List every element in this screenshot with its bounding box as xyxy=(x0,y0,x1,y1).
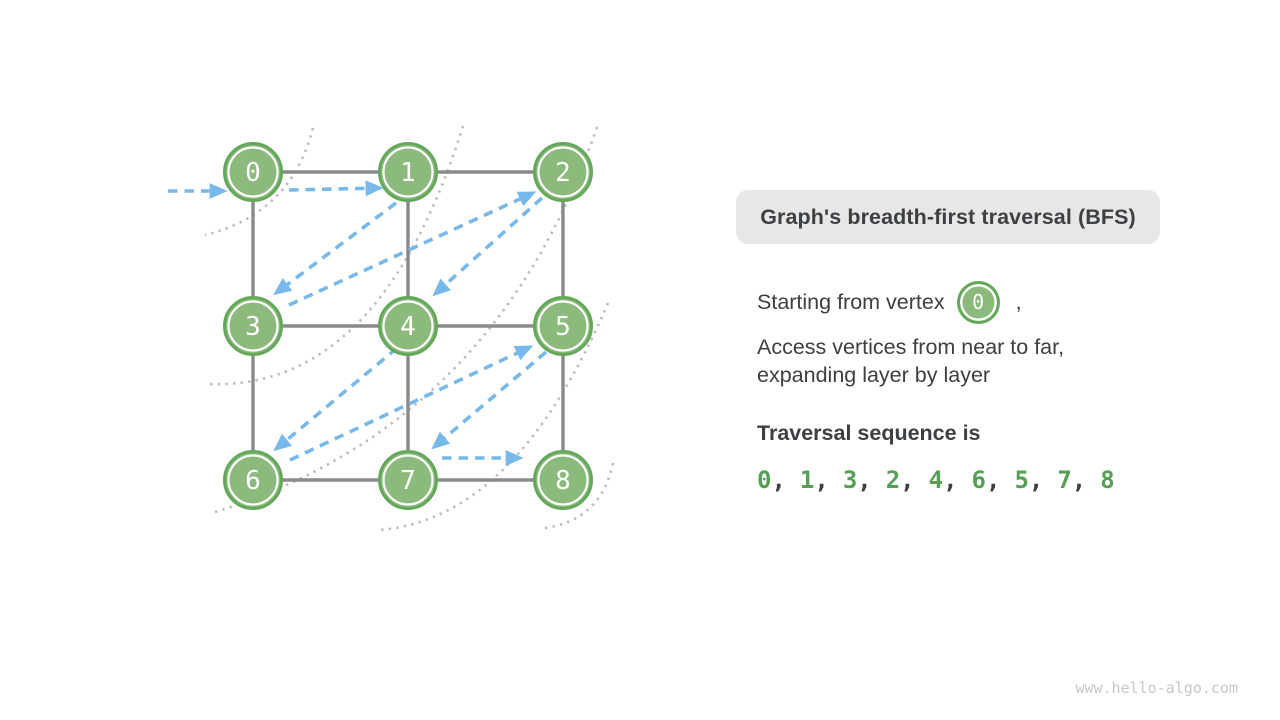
vertex-inner-ring xyxy=(537,146,589,198)
traversal-arrow-6-to-5 xyxy=(289,345,534,462)
sequence-value-2: 3 xyxy=(842,466,858,494)
vertex-circle xyxy=(223,450,283,510)
vertex-label: 5 xyxy=(555,312,571,342)
vertex-label: 7 xyxy=(400,466,416,496)
sequence-separator: , xyxy=(900,466,915,494)
vertex-inner-ring xyxy=(382,454,434,506)
sequence-value-5: 6 xyxy=(971,466,986,494)
graph-nodes: 0 1 2 3 4 5 6 7 8 xyxy=(223,142,593,510)
traversal-arrows xyxy=(168,180,548,466)
watermark: www.hello-algo.com xyxy=(1075,679,1238,697)
vertex-circle xyxy=(223,142,283,202)
vertex-inner-ring xyxy=(227,300,279,352)
traversal-sequence: 0,1,3,2,4,6,5,7,8 xyxy=(757,466,1115,494)
traversal-arrow-4-to-6 xyxy=(273,346,399,452)
vertex-inner-ring xyxy=(537,300,589,352)
start-vertex-badge: 0 xyxy=(956,280,1000,324)
vertex-inner-ring xyxy=(382,146,434,198)
vertex-label: 0 xyxy=(245,158,261,188)
graph-vertex-6: 6 xyxy=(223,450,283,510)
title-box: Graph's breadth-first traversal (BFS) xyxy=(736,190,1160,244)
sequence-value-1: 1 xyxy=(799,466,815,494)
graph-vertex-1: 1 xyxy=(378,142,438,202)
sequence-separator: , xyxy=(943,466,958,494)
layer-arcs xyxy=(204,125,615,532)
vertex-label: 2 xyxy=(555,158,571,188)
vertex-label: 6 xyxy=(245,466,261,496)
sequence-heading: Traversal sequence is xyxy=(757,421,981,445)
start-vertex-badge-label: 0 xyxy=(972,290,985,314)
traversal-arrow-0-to-1 xyxy=(288,180,384,197)
layer-boundary-2 xyxy=(207,125,465,386)
vertex-inner-ring xyxy=(227,146,279,198)
traversal-arrow-2-to-4 xyxy=(432,196,544,297)
sequence-separator: , xyxy=(985,466,1001,494)
graph-vertex-8: 8 xyxy=(533,450,593,510)
graph-vertex-3: 3 xyxy=(223,296,283,356)
sequence-separator: , xyxy=(771,466,786,494)
vertex-label: 1 xyxy=(400,158,416,188)
start-line-comma: , xyxy=(1015,289,1022,314)
vertex-label: 8 xyxy=(555,466,571,496)
vertex-inner-ring xyxy=(382,300,434,352)
description: Access vertices from near to far, expand… xyxy=(757,333,1064,389)
traversal-arrow-3-to-2 xyxy=(288,191,537,307)
vertex-circle xyxy=(533,142,593,202)
vertex-label: 4 xyxy=(400,312,416,342)
vertex-circle xyxy=(533,296,593,356)
graph-vertex-4: 4 xyxy=(378,296,438,356)
vertex-circle xyxy=(378,142,438,202)
sequence-value-8: 8 xyxy=(1100,466,1115,494)
start-line: Starting from vertex 0 , xyxy=(757,279,1022,325)
graph-vertex-7: 7 xyxy=(378,450,438,510)
vertex-inner-ring xyxy=(227,454,279,506)
start-line-text: Starting from vertex xyxy=(757,289,945,314)
vertex-circle xyxy=(378,296,438,356)
traversal-arrow-1-to-3 xyxy=(273,201,398,296)
vertex-inner-ring xyxy=(537,454,589,506)
traversal-arrow-5-to-7 xyxy=(431,350,548,450)
sequence-separator: , xyxy=(857,466,872,494)
vertex-circle xyxy=(223,296,283,356)
description-line-2: expanding layer by layer xyxy=(757,363,991,387)
sequence-value-0: 0 xyxy=(757,466,772,494)
sequence-value-7: 7 xyxy=(1057,466,1072,494)
sequence-separator: , xyxy=(1071,466,1087,494)
vertex-circle xyxy=(378,450,438,510)
sequence-separator: , xyxy=(1028,466,1044,494)
description-line-1: Access vertices from near to far, xyxy=(757,335,1065,359)
sequence-value-3: 2 xyxy=(885,466,901,494)
figure-title: Graph's breadth-first traversal (BFS) xyxy=(760,204,1136,229)
vertex-circle xyxy=(533,450,593,510)
layer-boundary-3 xyxy=(211,126,599,515)
sequence-separator: , xyxy=(814,466,829,494)
graph-vertex-2: 2 xyxy=(533,142,593,202)
graph-vertex-0: 0 xyxy=(223,142,283,202)
vertex-label: 3 xyxy=(245,312,261,342)
sequence-value-4: 4 xyxy=(928,466,944,494)
sequence-value-6: 5 xyxy=(1014,466,1029,494)
graph-vertex-5: 5 xyxy=(533,296,593,356)
